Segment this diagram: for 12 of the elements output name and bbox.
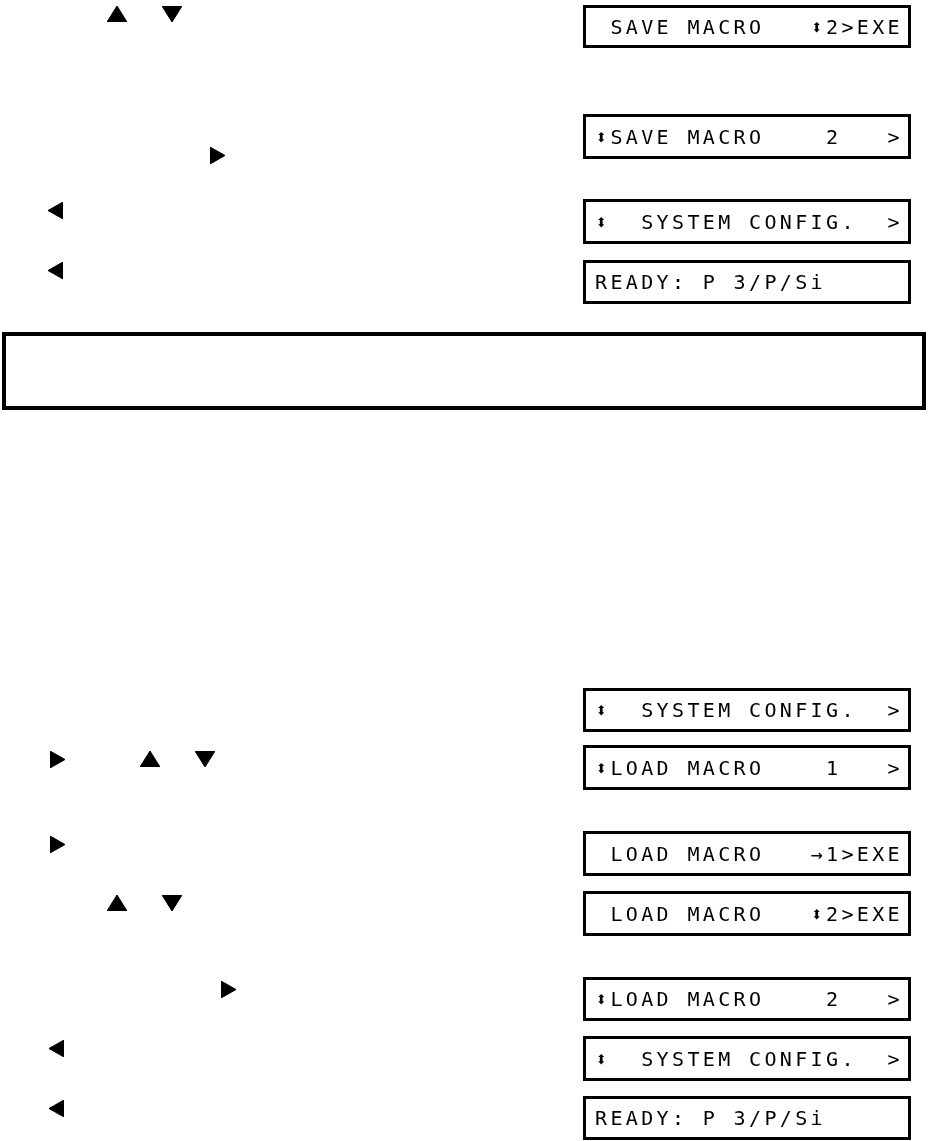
lcd-display: SAVE MACRO ⬍2>EXE: [583, 5, 911, 48]
lcd-display: READY: P 3/P/Si: [583, 260, 911, 304]
lcd-display: ⬍ SYSTEM CONFIG. >: [583, 199, 911, 244]
empty-frame: [2, 332, 926, 410]
lcd-display: READY: P 3/P/Si: [583, 1096, 911, 1140]
lcd-display: ⬍LOAD MACRO 2 >: [583, 977, 911, 1021]
lcd-display: LOAD MACRO ⬍2>EXE: [583, 891, 911, 936]
lcd-display: ⬍ SYSTEM CONFIG. >: [583, 1036, 911, 1081]
lcd-display: LOAD MACRO →1>EXE: [583, 831, 911, 876]
lcd-display: ⬍SAVE MACRO 2 >: [583, 114, 911, 159]
lcd-display: ⬍ SYSTEM CONFIG. >: [583, 688, 911, 732]
lcd-display: ⬍LOAD MACRO 1 >: [583, 745, 911, 790]
